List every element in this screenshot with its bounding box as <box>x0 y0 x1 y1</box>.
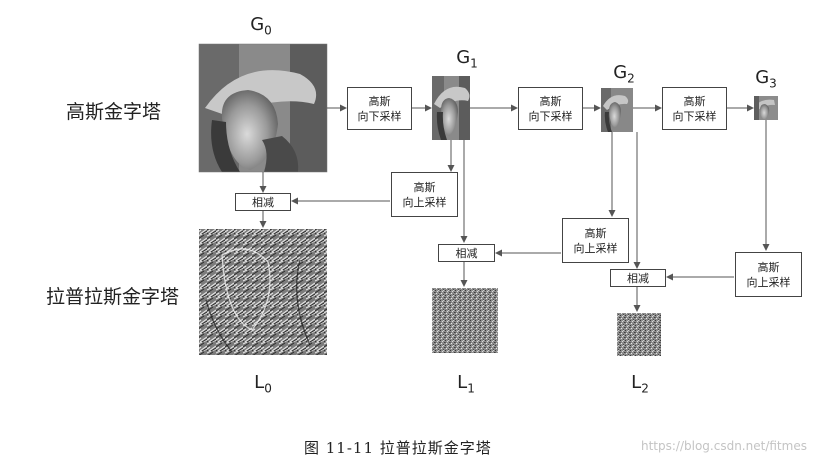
gaussian-upsample-box-3: 高斯向上采样 <box>735 252 802 297</box>
gaussian-downsample-box-2: 高斯向下采样 <box>518 87 583 130</box>
laplacian-level-0-label: L0 <box>254 372 272 396</box>
gaussian-level-2-label: G2 <box>613 62 635 86</box>
laplacian-pyramid-label: 拉普拉斯金字塔 <box>46 286 180 308</box>
gaussian-upsample-box-2: 高斯向上采样 <box>562 218 629 263</box>
gaussian-image-3 <box>754 96 778 120</box>
laplacian-level-1-label: L1 <box>457 372 475 396</box>
gaussian-image-1 <box>432 76 470 140</box>
gaussian-image-0 <box>198 43 328 173</box>
gaussian-level-3-label: G3 <box>755 67 777 91</box>
gaussian-level-1-label: G1 <box>456 47 478 71</box>
gaussian-downsample-box-1: 高斯向下采样 <box>347 87 412 130</box>
gaussian-pyramid-label: 高斯金字塔 <box>66 101 162 123</box>
gaussian-upsample-box-1: 高斯向上采样 <box>391 172 458 217</box>
laplacian-image-0 <box>199 229 327 355</box>
subtract-box-1: 相减 <box>438 244 495 262</box>
figure-caption: 图 11-11 拉普拉斯金字塔 <box>304 439 492 457</box>
gaussian-level-0-label: G0 <box>250 14 272 38</box>
laplacian-image-2 <box>617 313 661 356</box>
gaussian-image-2 <box>601 88 633 132</box>
laplacian-level-2-label: L2 <box>631 372 649 396</box>
subtract-box-0: 相减 <box>235 193 291 211</box>
watermark: https://blog.csdn.net/fitmes <box>641 439 807 453</box>
laplacian-image-1 <box>432 288 498 353</box>
gaussian-downsample-box-3: 高斯向下采样 <box>662 87 727 130</box>
subtract-box-2: 相减 <box>610 269 666 287</box>
